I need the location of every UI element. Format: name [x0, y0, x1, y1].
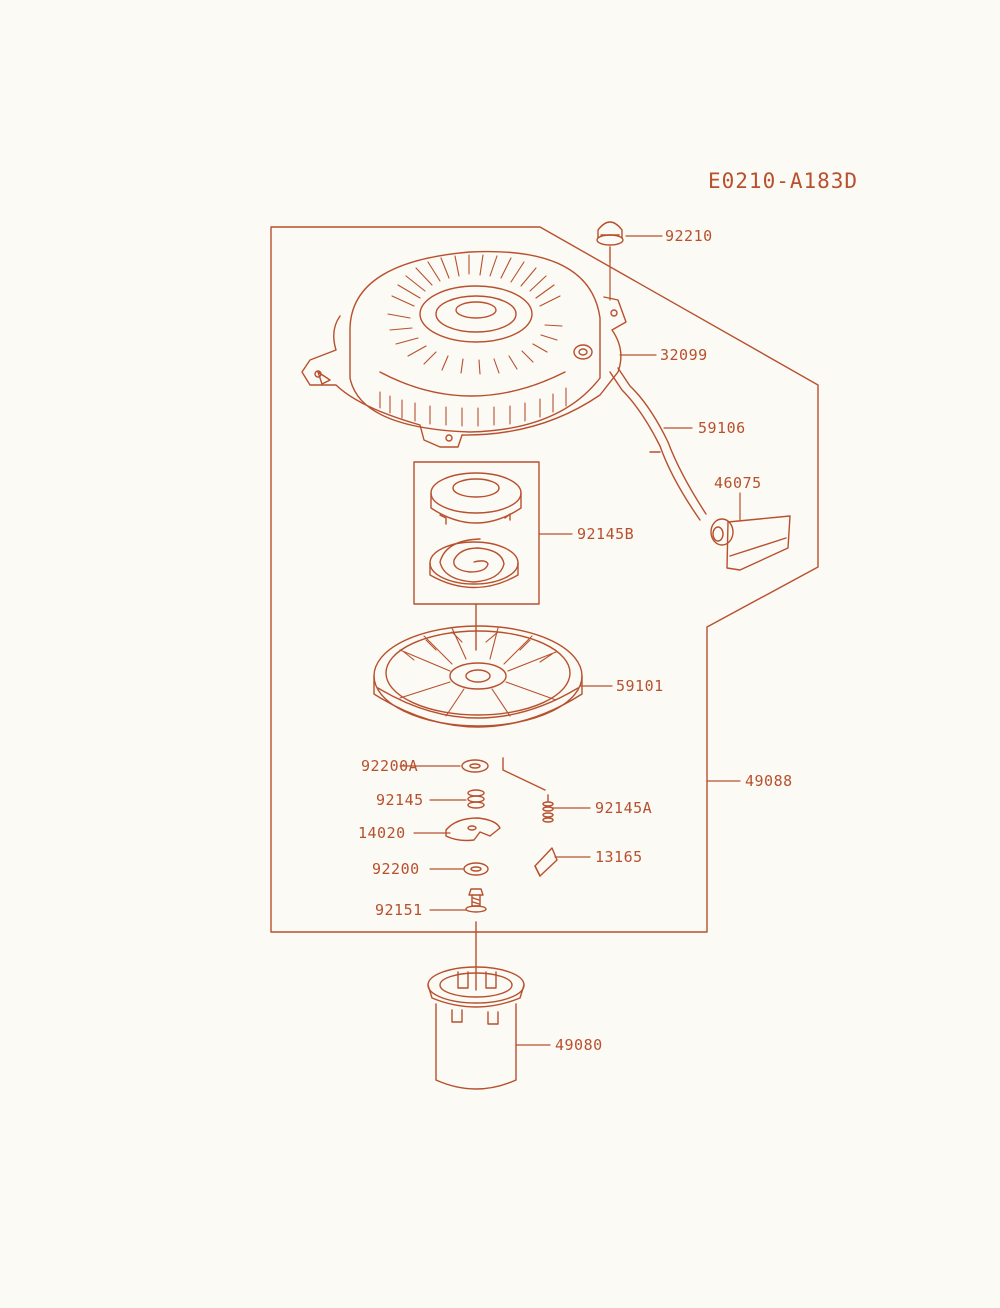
starter-cup-49080: [427, 966, 525, 1090]
reel-59101: [373, 625, 583, 728]
spring-92145: [467, 789, 485, 809]
assembly-outline: [270, 226, 819, 933]
part-label-14020: 14020: [358, 824, 406, 842]
bolt-92151: [465, 888, 487, 913]
pawl-13165: [534, 847, 558, 877]
handle-46075: [710, 515, 791, 571]
part-label-92200: 92200: [372, 860, 420, 878]
spring-assembly-92145B: [413, 461, 540, 651]
part-label-59106: 59106: [698, 419, 746, 437]
part-label-92210: 92210: [665, 227, 713, 245]
cap-nut-92210: [596, 221, 624, 263]
part-label-92151: 92151: [375, 901, 423, 919]
rope-59106: [609, 367, 707, 521]
part-label-32099: 32099: [660, 346, 708, 364]
leader-reel-to-pawl: [502, 757, 546, 791]
part-label-92145A: 92145A: [595, 799, 652, 817]
part-label-92145: 92145: [376, 791, 424, 809]
spring-92145A: [542, 794, 554, 823]
guide-14020: [445, 817, 501, 842]
part-label-92200A: 92200A: [361, 757, 418, 775]
part-label-92145B: 92145B: [577, 525, 634, 543]
part-label-13165: 13165: [595, 848, 643, 866]
washer-92200: [463, 862, 489, 876]
part-label-49080: 49080: [555, 1036, 603, 1054]
washer-92200A: [461, 759, 489, 773]
diagram-code: E0210-A183D: [708, 169, 858, 193]
part-label-59101: 59101: [616, 677, 664, 695]
part-label-49088: 49088: [745, 772, 793, 790]
part-label-46075: 46075: [714, 474, 762, 492]
fan-cover-32099: [301, 250, 627, 448]
